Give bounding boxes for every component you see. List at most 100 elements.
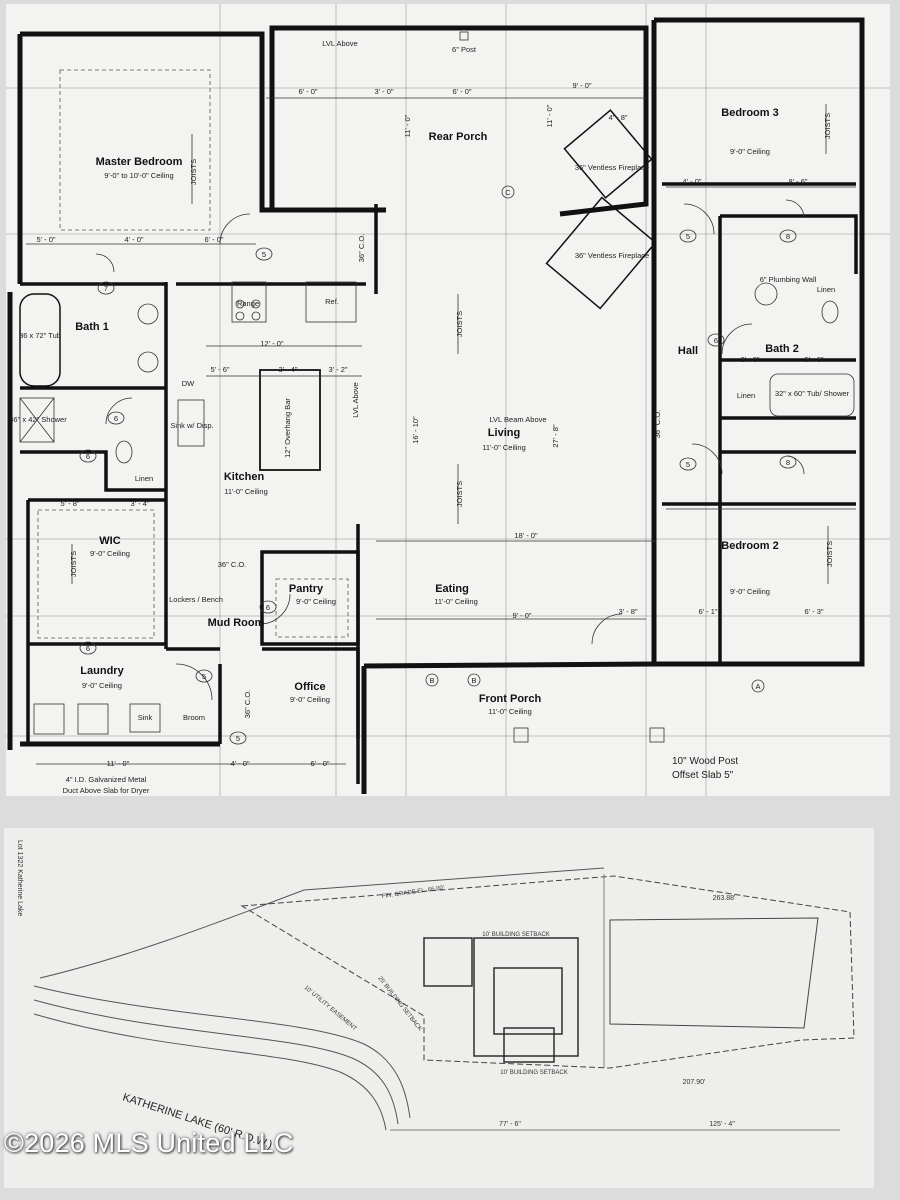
room-pantry-ceiling: 9'-0" Ceiling <box>296 597 336 606</box>
label-broom: Broom <box>183 713 205 722</box>
dimension-label: 4' - 8" <box>608 113 627 122</box>
room-master-bedroom: Master Bedroom <box>96 156 183 168</box>
label-cased-opening-mud: 36" C.O. <box>218 560 247 569</box>
label-setback-front: 25' BUILDING SETBACK <box>376 976 422 1033</box>
room-office: Office <box>294 681 325 693</box>
dimension-label: 3' - 0" <box>740 355 759 364</box>
section-mark: A <box>755 682 760 691</box>
label-lvl-above: LVL Above <box>322 39 357 48</box>
room-living-ceiling: 11'-0" Ceiling <box>482 443 526 452</box>
label-lvl-beam: LVL Beam Above <box>489 415 546 424</box>
building-footprint <box>423 937 579 1063</box>
room-bath-2: Bath 2 <box>765 343 799 355</box>
room-office-ceiling: 9'-0" Ceiling <box>290 695 330 704</box>
label-fireplace-upper: 36" Ventless Fireplace <box>575 163 649 172</box>
section-mark: B <box>429 676 434 685</box>
dimension-label: 9' - 0" <box>572 81 591 90</box>
room-pantry: Pantry <box>289 583 324 595</box>
shower-icon <box>19 397 55 443</box>
label-overhang-bar: 12" Overhang Bar <box>283 398 292 458</box>
callout: 5 <box>262 250 266 259</box>
label-wood-post: 10" Wood Post <box>672 756 738 767</box>
street-curve <box>33 867 605 1131</box>
dimension-label: 18' - 0" <box>514 531 538 540</box>
post-icon <box>459 31 469 41</box>
label-tub-shower: 32" x 60" Tub/ Shower <box>775 389 850 398</box>
callout: 5 <box>686 232 690 241</box>
dimension-label: 5' - 0" <box>36 235 55 244</box>
watermark-text: ©2026 MLS United LLC <box>4 1128 294 1158</box>
section-mark: B <box>471 676 476 685</box>
washer-icon <box>77 703 109 735</box>
room-kitchen: Kitchen <box>224 471 265 483</box>
callout: 8 <box>786 458 790 467</box>
fireplace-upper-icon <box>563 109 653 199</box>
label-shower: 36" x 42" Shower <box>9 415 67 424</box>
lot-boundary <box>240 875 855 1069</box>
label-sink-disposal: Sink w/ Disp. <box>170 421 213 430</box>
floor-plan-drawing: Master Bedroom 9'-0" to 10'-0" Ceiling R… <box>6 4 890 796</box>
label-range: Range <box>237 299 259 308</box>
label-duct-note-1: 4" I.D. Galvanized Metal <box>66 775 147 784</box>
label-sink: Sink <box>138 713 153 722</box>
dimension-label: 3' - 0" <box>374 87 393 96</box>
door-swings <box>95 199 805 701</box>
dimension-label: 12' - 0" <box>260 339 284 348</box>
room-front-porch: Front Porch <box>479 693 542 705</box>
dimension-label: 4' - 0" <box>230 759 249 768</box>
site-plan-drawing: KATHERINE LAKE (60' R.O.W.) 10' BUILDING… <box>16 840 855 1151</box>
label-refrigerator: Ref. <box>325 297 339 306</box>
room-bedroom-2-ceiling: 9'-0" Ceiling <box>730 587 770 596</box>
tub-icon <box>19 293 61 387</box>
label-lockers-bench: Lockers / Bench <box>169 595 223 604</box>
room-bedroom-2: Bedroom 2 <box>721 540 778 552</box>
callout: 5 <box>236 734 240 743</box>
room-wic-ceiling: 9'-0" Ceiling <box>90 549 130 558</box>
room-mud-room: Mud Room <box>208 617 265 629</box>
label-joists: JOISTS <box>455 481 464 507</box>
room-front-porch-ceiling: 11'-0" Ceiling <box>488 707 532 716</box>
range-icon <box>231 281 267 323</box>
dimension-label: 3' - 4" <box>278 365 297 374</box>
toilet-icon <box>821 300 839 324</box>
label-utility-easement: 10' UTILITY EASEMENT <box>303 985 358 1032</box>
dimension-label: 4' - 0" <box>124 235 143 244</box>
room-eating-ceiling: 11'-0" Ceiling <box>434 597 478 606</box>
dimension-labels: 6' - 0" 3' - 0" 6' - 0" 9' - 0" 11' - 0"… <box>36 81 823 768</box>
rear-yard-outline <box>609 917 819 1029</box>
tub-shower-icon <box>769 373 855 417</box>
room-kitchen-ceiling: 11'-0" Ceiling <box>224 487 268 496</box>
label-joists: JOISTS <box>823 113 832 139</box>
room-wic: WIC <box>99 535 120 547</box>
room-rear-porch: Rear Porch <box>429 131 488 143</box>
dimension-label: 207.90' <box>683 1079 706 1086</box>
dimension-label: 27' - 8" <box>551 424 560 448</box>
room-eating: Eating <box>435 583 469 595</box>
label-joists: JOISTS <box>69 551 78 577</box>
label-joists: JOISTS <box>825 541 834 567</box>
label-setback-bottom: 10' BUILDING SETBACK <box>500 1070 568 1076</box>
toilet-icon <box>115 440 133 464</box>
dimension-label: 11' - 0" <box>107 759 130 768</box>
label-duct-note-2: Duct Above Slab for Dryer <box>63 786 150 795</box>
label-dishwasher: DW <box>182 379 195 388</box>
label-fireplace-lower: 36" Ventless Fireplace <box>575 251 649 260</box>
joist-arrows <box>71 104 829 584</box>
dimension-label: 6' - 1" <box>698 607 717 616</box>
label-joists: JOISTS <box>189 159 198 185</box>
callout: 5 <box>686 460 690 469</box>
dimension-label: 6' - 0" <box>452 87 471 96</box>
callout: 7 <box>104 284 108 293</box>
room-living: Living <box>488 427 520 439</box>
fireplace-lower-icon <box>545 196 657 310</box>
room-bath-1: Bath 1 <box>75 321 109 333</box>
room-bedroom-3-ceiling: 9'-0" Ceiling <box>730 147 770 156</box>
dimension-label: 125' - 4" <box>709 1121 735 1128</box>
dimension-label: 5' - 8" <box>60 499 79 508</box>
dimension-label: 3' - 2" <box>328 365 347 374</box>
kitchen-sink-icon <box>177 399 205 447</box>
label-offset-slab: Offset Slab 5" <box>672 770 734 781</box>
dimension-label: 9' - 0" <box>512 611 531 620</box>
section-mark: C <box>505 188 511 197</box>
dimension-label: 77' - 6" <box>499 1121 521 1128</box>
